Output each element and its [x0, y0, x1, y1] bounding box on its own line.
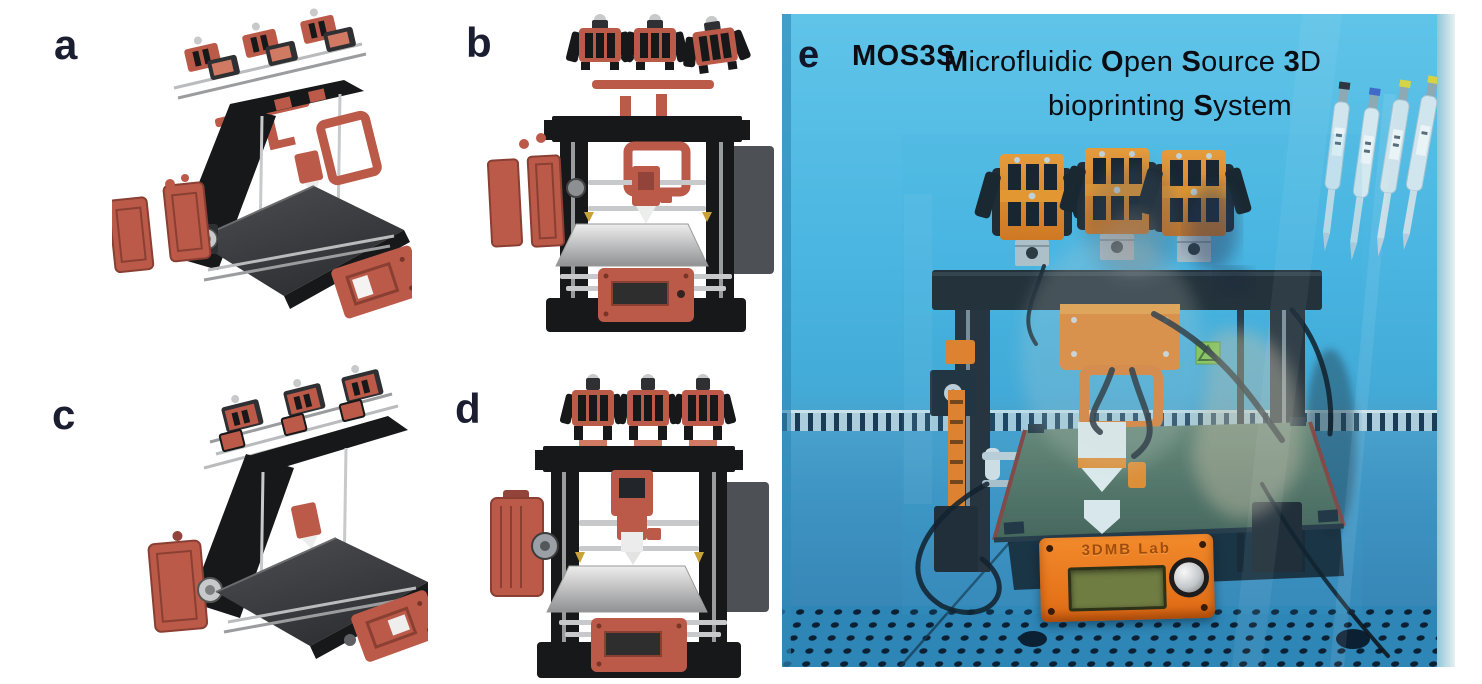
- lcd-screen: [1067, 564, 1167, 612]
- pipette: [1402, 75, 1440, 250]
- print-bed: [546, 223, 746, 332]
- electronics-enclosure: [490, 490, 559, 597]
- screw: [1047, 607, 1055, 616]
- panel-label-e: e: [798, 34, 820, 76]
- panel-label-a: a: [54, 21, 78, 68]
- panel-label-c: c: [52, 391, 76, 438]
- screw: [1200, 603, 1208, 612]
- cabinet-right-frame: [1437, 14, 1455, 667]
- lcd-panel: [351, 590, 428, 662]
- lcd-panel-part: [331, 245, 412, 319]
- pipette: [1322, 81, 1351, 252]
- grille-port-hole: [1019, 631, 1047, 647]
- syringe-pump-array-exploded: [173, 8, 367, 100]
- panel-label-d: d: [455, 385, 481, 432]
- grille-port-hole: [1336, 629, 1370, 649]
- panel-label-b: b: [466, 19, 492, 66]
- x-motor: [197, 577, 223, 603]
- lcd-engraved-label: 3DMB Lab: [1081, 539, 1172, 560]
- panel-e-photo: 3DMB Lab e MOS3S Microfluidic Open Sourc…: [782, 14, 1455, 667]
- cabinet-left-edge: [782, 14, 791, 667]
- extruder-carriage: [291, 502, 322, 550]
- lcd-control-box: 3DMB Lab: [1038, 533, 1216, 623]
- extruder-carriage: [632, 166, 672, 224]
- pipette: [1377, 79, 1412, 257]
- control-knob[interactable]: [1173, 561, 1205, 593]
- z-axis-left: [930, 340, 976, 510]
- syringe-pump-array: [203, 365, 399, 470]
- panel-d-illustration: [475, 350, 780, 682]
- system-acronym: MOS3S: [852, 40, 957, 72]
- power-supply-box: [728, 146, 774, 274]
- person-reflection: [1020, 164, 1302, 519]
- lcd-panel-part: [598, 268, 694, 322]
- electronics-enclosure-parts: [112, 174, 212, 274]
- syringe-pump-array: [559, 374, 737, 450]
- electronics-enclosure: [147, 531, 209, 633]
- syringe-pump-array-exploded: [565, 14, 751, 75]
- pipette: [1350, 87, 1381, 261]
- z-motor: [1252, 502, 1302, 572]
- pipette-rack: [1322, 75, 1440, 261]
- extruder-carriage: [617, 498, 661, 565]
- x-motor-pulley: [566, 178, 586, 198]
- lcd-panel: [591, 618, 687, 672]
- frame-window-part: [316, 110, 382, 186]
- panel-b-illustration: [480, 8, 780, 335]
- power-supply-box: [721, 482, 769, 612]
- panel-a-illustration: [112, 8, 412, 332]
- electronics-enclosure-parts: [486, 133, 566, 248]
- panel-c-illustration: [98, 350, 428, 682]
- z-motor: [934, 506, 978, 572]
- glass-glare: [904, 14, 1396, 667]
